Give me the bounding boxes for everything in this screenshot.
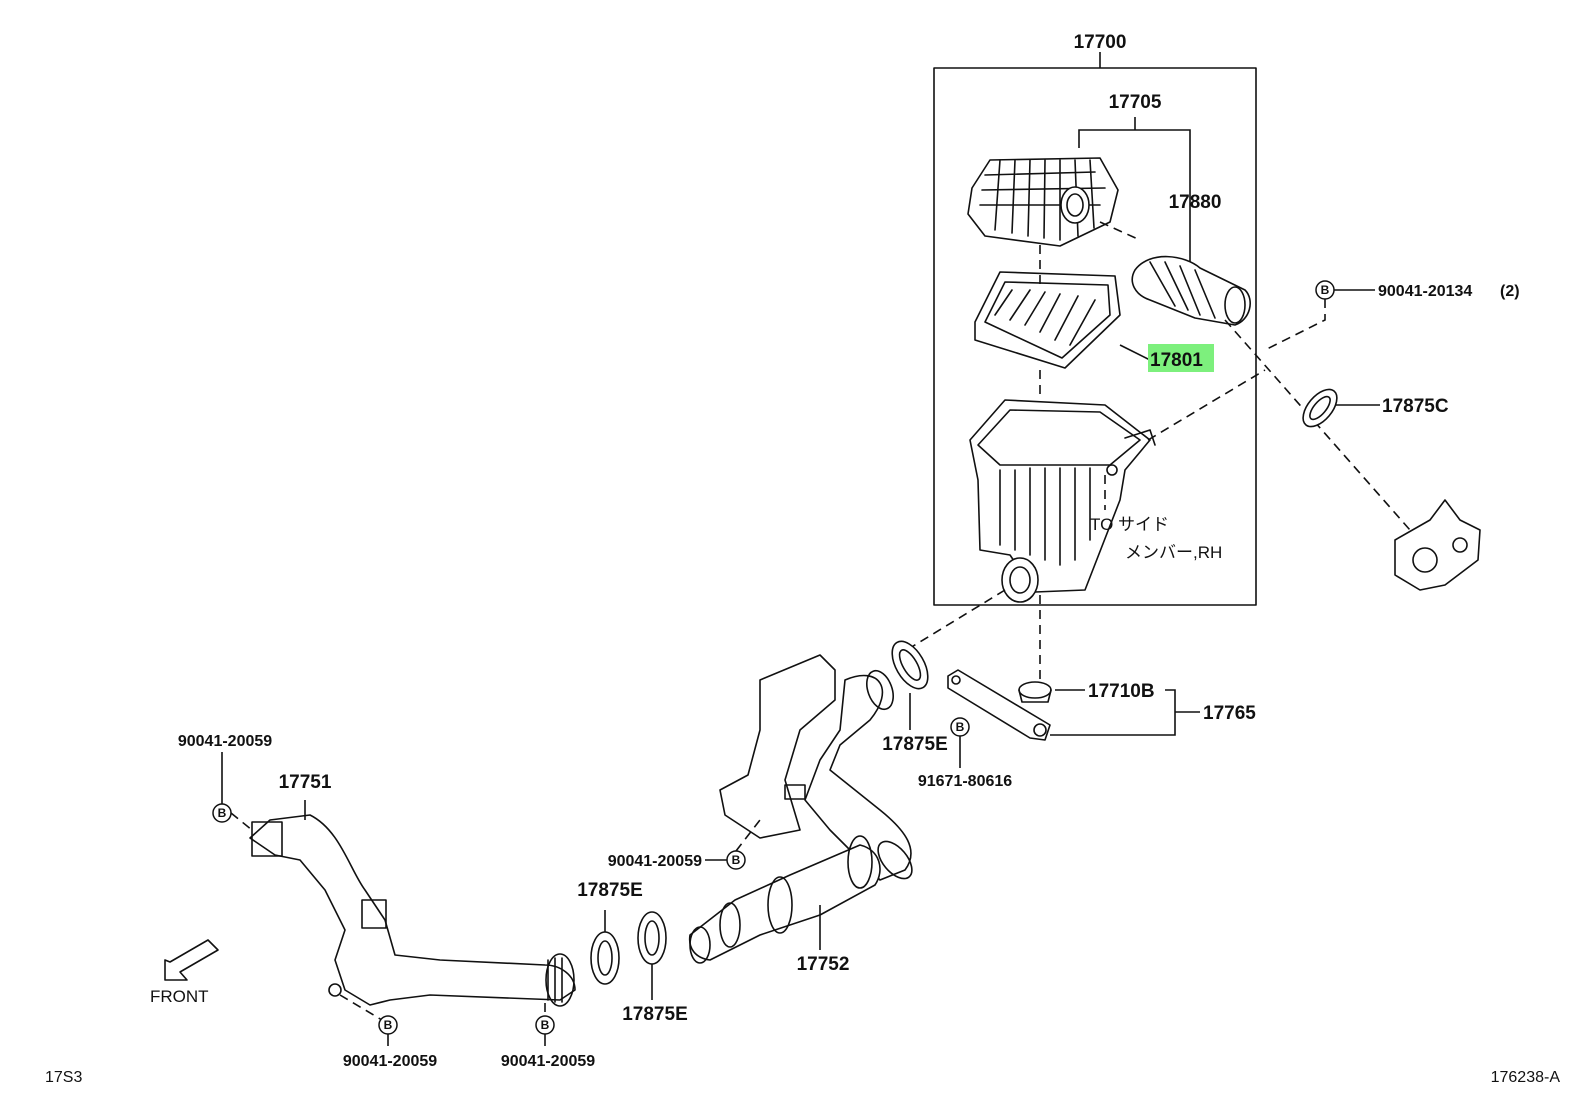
label-90041-20059-bottom-left[interactable]: 90041-20059 xyxy=(343,1053,437,1070)
air-cleaner-element[interactable] xyxy=(974,271,1121,369)
leader-17801 xyxy=(1119,344,1151,361)
air-cleaner-case[interactable] xyxy=(969,399,1156,603)
bracket-17765[interactable] xyxy=(947,669,1051,741)
bolt-symbol-90041-20059-mid: B xyxy=(726,850,746,870)
front-arrow-icon xyxy=(164,939,219,981)
bolt-symbol-90041-20134: B xyxy=(1315,280,1335,300)
svg-text:B: B xyxy=(384,1018,393,1032)
clamp-17875e-lower[interactable] xyxy=(637,911,667,965)
label-17875c[interactable]: 17875C xyxy=(1382,396,1449,417)
bolt-symbol-90041-20059-bottom-left: B xyxy=(378,1015,398,1035)
throttle-body xyxy=(1394,499,1481,591)
cushion-17710b[interactable] xyxy=(1018,681,1052,703)
label-17801[interactable]: 17801 xyxy=(1150,350,1203,371)
label-17700[interactable]: 17700 xyxy=(1074,32,1127,53)
label-front: FRONT xyxy=(150,987,209,1006)
bolt-symbol-90041-20059-left: B xyxy=(212,803,232,823)
label-90041-20059-left[interactable]: 90041-20059 xyxy=(178,733,272,750)
svg-text:B: B xyxy=(1321,283,1330,297)
label-17765[interactable]: 17765 xyxy=(1203,703,1256,724)
svg-text:B: B xyxy=(541,1018,550,1032)
bolt-symbol-90041-20059-bottom-mid: B xyxy=(535,1015,555,1035)
label-to-side-member-1[interactable]: TO サイド xyxy=(1090,515,1169,534)
bolt-symbol-91671-80616: B xyxy=(950,717,970,737)
label-17875e-mid[interactable]: 17875E xyxy=(577,880,643,901)
clamp-17875c[interactable] xyxy=(1297,383,1344,432)
label-90041-20059-bottom-mid[interactable]: 90041-20059 xyxy=(501,1053,595,1070)
label-17875e-upper[interactable]: 17875E xyxy=(882,734,948,755)
highlight-17801 xyxy=(1148,344,1214,372)
label-90041-20059-mid[interactable]: 90041-20059 xyxy=(608,853,702,870)
air-cleaner-cap[interactable] xyxy=(967,157,1119,247)
label-17875e-lower[interactable]: 17875E xyxy=(622,1004,688,1025)
clamp-17875e-mid[interactable] xyxy=(590,931,620,985)
svg-text:B: B xyxy=(732,853,741,867)
svg-text:B: B xyxy=(218,806,227,820)
clamp-17875e-upper[interactable] xyxy=(885,635,935,694)
air-inlet-duct xyxy=(719,654,913,881)
inlet-duct-17751[interactable] xyxy=(249,814,576,1007)
label-17751[interactable]: 17751 xyxy=(279,772,332,793)
air-cleaner-assembly-frame xyxy=(933,52,1257,606)
air-cleaner-hose[interactable] xyxy=(1131,255,1251,326)
diagram-code-right: 176238-A xyxy=(1491,1069,1561,1086)
label-17880[interactable]: 17880 xyxy=(1169,192,1222,213)
leader-17705 xyxy=(1078,117,1191,268)
diagram-code-left: 17S3 xyxy=(45,1069,82,1086)
label-90041-20134[interactable]: 90041-20134 xyxy=(1378,283,1472,300)
label-91671-80616[interactable]: 91671-80616 xyxy=(918,773,1012,790)
svg-text:B: B xyxy=(956,720,965,734)
label-17705[interactable]: 17705 xyxy=(1109,92,1162,113)
label-17710b[interactable]: 17710B xyxy=(1088,681,1155,702)
resonator-17752[interactable] xyxy=(688,835,881,964)
label-17752[interactable]: 17752 xyxy=(797,954,850,975)
label-90041-20134-qty: (2) xyxy=(1500,283,1520,300)
label-to-side-member-2[interactable]: メンバー,RH xyxy=(1125,543,1222,562)
